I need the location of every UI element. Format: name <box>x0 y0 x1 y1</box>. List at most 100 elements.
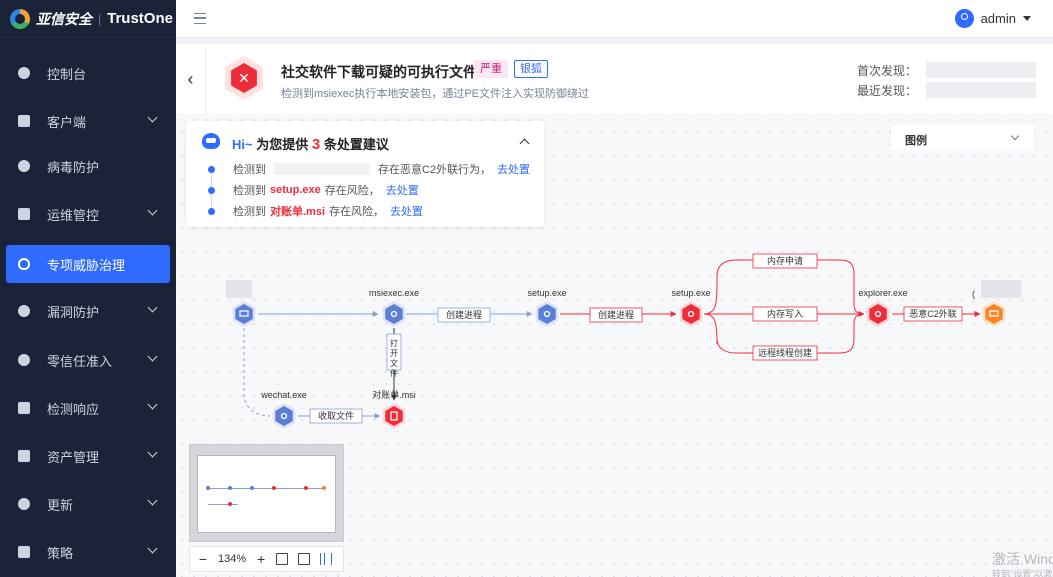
sidebar-item-threat-governance[interactable]: 专项威胁治理 <box>6 245 170 283</box>
chevron-down-icon <box>147 399 158 410</box>
monitor-icon <box>239 310 249 317</box>
timeline-dot <box>208 186 215 194</box>
gear-icon <box>390 310 398 318</box>
minimap-viewport[interactable] <box>197 455 336 533</box>
zoom-out-button[interactable]: − <box>198 551 208 567</box>
label-open-file-char-1: 打 <box>390 338 398 348</box>
sidebar-item-label: 资产管理 <box>47 449 100 465</box>
handle-link[interactable]: 去处置 <box>497 164 531 176</box>
update-icon <box>18 498 30 510</box>
sidebar-item-update[interactable]: 更新 <box>0 485 176 523</box>
topbar: admin <box>176 0 1053 38</box>
sidebar-item-detect-response[interactable]: 检测响应 <box>0 389 176 427</box>
client-icon <box>18 115 30 127</box>
label-open-file: 打 开 文 件 <box>386 333 402 378</box>
node-setup-2[interactable] <box>679 301 703 327</box>
chevron-down-icon <box>147 112 158 123</box>
sidebar-item-label: 客户端 <box>47 114 87 130</box>
menu-collapse-icon[interactable] <box>194 13 206 24</box>
minimap[interactable] <box>189 444 344 542</box>
handle-link[interactable]: 去处置 <box>390 206 424 218</box>
chevron-down-icon <box>147 205 158 216</box>
dashboard-icon <box>18 67 30 79</box>
node-remote[interactable] <box>982 301 1006 327</box>
sidebar-item-ops-control[interactable]: 运维管控 <box>0 195 176 233</box>
label-open-file-char-4: 件 <box>390 368 398 378</box>
sidebar-item-label: 运维管控 <box>47 207 100 223</box>
node-msi[interactable] <box>382 403 406 429</box>
minimap-edge <box>208 488 326 489</box>
svg-text:恶意C2外联: 恶意C2外联 <box>909 308 957 319</box>
sidebar-item-label: 策略 <box>47 545 74 561</box>
minimap-edge <box>208 504 238 505</box>
label-c2: 恶意C2外联 <box>903 306 963 322</box>
chevron-down-icon <box>1010 131 1020 141</box>
page-title: 社交软件下载可疑的可执行文件 <box>281 64 477 80</box>
node-msiexec[interactable] <box>382 301 406 327</box>
back-button[interactable]: ‹ <box>176 44 206 114</box>
suggestion-text: 检测到 <box>233 164 266 176</box>
logo-en: TrustOne <box>107 10 173 27</box>
suggestion-greeting: Hi~ <box>232 137 253 152</box>
label-create-process-2: 创建进程 <box>589 307 643 323</box>
caret-down-icon <box>1023 16 1031 21</box>
sidebar-item-vuln-protection[interactable]: 漏洞防护 <box>0 292 176 330</box>
node-label-wechat: wechat.exe <box>260 390 307 400</box>
remote-label-redacted <box>981 280 1021 298</box>
zero-trust-icon <box>18 354 30 366</box>
node-host[interactable] <box>232 301 256 327</box>
family-tag: 银狐 <box>514 60 548 78</box>
activation-watermark: 激活 Windows <box>992 551 1053 567</box>
sidebar-item-policy[interactable]: 策略 <box>0 533 176 571</box>
svg-text:创建进程: 创建进程 <box>598 309 634 320</box>
avatar <box>954 9 974 28</box>
label-open-file-char-2: 开 <box>390 349 398 358</box>
label-recv-file: 收取文件 <box>309 408 363 424</box>
reset-view-icon[interactable] <box>298 553 311 565</box>
sidebar-item-label: 病毒防护 <box>47 159 100 175</box>
svg-text:创建进程: 创建进程 <box>446 309 482 320</box>
logo-separator: | <box>98 11 102 26</box>
sidebar-item-virus-protection[interactable]: 病毒防护 <box>0 147 176 185</box>
fit-view-icon[interactable] <box>276 553 289 565</box>
chevron-up-icon[interactable] <box>519 138 530 149</box>
sidebar-item-dashboard[interactable]: 控制台 <box>0 54 176 92</box>
logo-cn: 亚信安全 <box>36 10 92 27</box>
sidebar-item-client[interactable]: 客户端 <box>0 102 176 140</box>
policy-icon <box>18 546 30 558</box>
sidebar-item-asset-management[interactable]: 资产管理 <box>0 437 176 475</box>
sidebar-item-zero-trust[interactable]: 零信任准入 <box>0 341 176 379</box>
severity-badge: 严重 <box>474 60 508 78</box>
node-wechat[interactable] <box>272 403 296 429</box>
edge-host-wechat <box>243 328 271 417</box>
timeline-dot <box>208 165 215 173</box>
svg-text:远程线程创建: 远程线程创建 <box>758 347 812 358</box>
minimap-toggle-icon[interactable] <box>320 553 333 565</box>
zoom-in-button[interactable]: + <box>257 551 266 567</box>
minimap-node <box>304 486 308 490</box>
node-setup-1[interactable] <box>535 301 559 327</box>
redacted-target <box>274 163 370 175</box>
last-seen-value <box>926 82 1036 98</box>
monitor-icon <box>989 310 999 317</box>
legend-dropdown[interactable]: 图例 <box>891 125 1034 151</box>
user-menu[interactable]: admin <box>954 9 1031 28</box>
attack-chain-graph: 创建进程 创建进程 内存申请 内存写入 远程线程创建 恶意C2外联 收取文件 打… <box>226 253 1021 429</box>
first-seen-value <box>926 62 1036 78</box>
node-explorer[interactable] <box>866 301 890 327</box>
gear-icon <box>874 310 882 318</box>
suggestion-item: 检测到 setup.exe 存在风险， 去处置 <box>208 182 419 198</box>
zoom-toolbar: − 134% + <box>189 546 344 572</box>
node-label-explorer: explorer.exe <box>858 288 907 298</box>
legend-label: 图例 <box>905 135 927 147</box>
suggestion-text: 存在风险， <box>324 185 380 197</box>
host-label-redacted <box>226 280 252 298</box>
chevron-down-icon <box>147 495 158 506</box>
virus-shield-icon <box>18 160 30 172</box>
threat-shield-icon <box>18 258 30 270</box>
sidebar-item-label: 专项威胁治理 <box>47 257 126 273</box>
gear-icon <box>543 310 551 318</box>
suggestion-text: 检测到 <box>233 206 266 218</box>
app-logo: 亚信安全 | TrustOne <box>0 0 176 38</box>
handle-link[interactable]: 去处置 <box>385 185 419 197</box>
